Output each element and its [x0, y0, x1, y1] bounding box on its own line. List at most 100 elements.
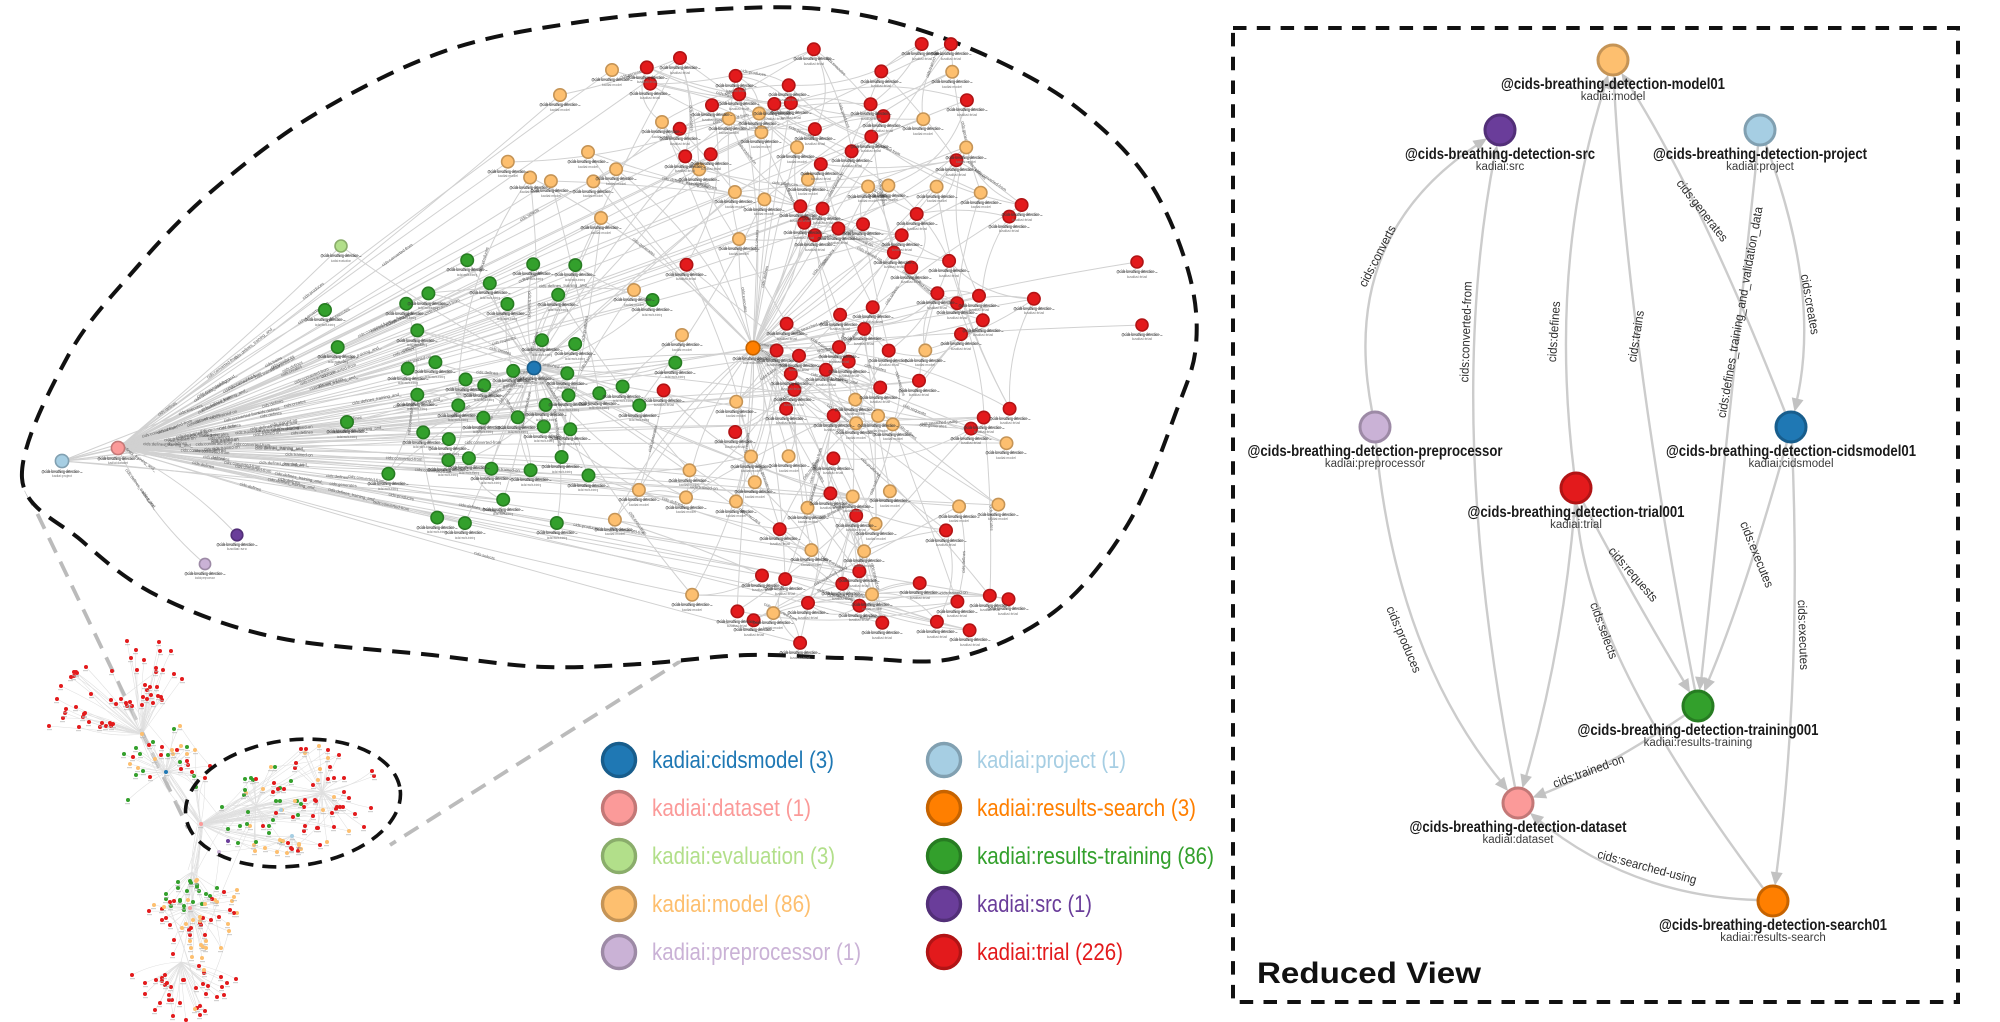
svg-text:@cids-breathing-detection-...: @cids-breathing-detection-...	[874, 260, 915, 265]
svg-text:kadiai:results-training: kadiai:results-training	[497, 317, 517, 321]
svg-text:kadiai:trial: kadiai:trial	[863, 320, 883, 324]
svg-text:cids:trained-on: cids:trained-on	[211, 436, 239, 443]
svg-text:@cids-breathing-detection-...: @cids-breathing-detection-...	[734, 627, 775, 632]
svg-text:@cids-breathing-detection-...: @cids-breathing-detection-...	[760, 536, 801, 541]
svg-text:kadiai:trial: kadiai:trial	[640, 96, 660, 100]
svg-text:@cids-breathing-detection-...: @cids-breathing-detection-...	[964, 425, 1005, 430]
svg-text:kadiai:trial: kadiai:trial	[980, 608, 1000, 612]
svg-text:@cids-breathing-detection-...: @cids-breathing-detection-...	[464, 393, 505, 398]
svg-text:kadiai:results-training: kadiai:results-training	[589, 406, 609, 410]
svg-text:kadiai:model: kadiai:model	[749, 126, 769, 130]
svg-text:kadiai:trial: kadiai:trial	[854, 342, 874, 346]
svg-text:kadiai:results-training: kadiai:results-training	[1644, 737, 1753, 749]
svg-text:cids:produces: cids:produces	[740, 68, 766, 77]
svg-text:@cids-breathing-detection-...: @cids-breathing-detection-...	[986, 450, 1027, 455]
svg-text:@cids-breathing-detection-...: @cids-breathing-detection-...	[836, 430, 877, 435]
svg-text:kadiai:trial: kadiai:trial	[726, 89, 746, 93]
svg-text:@cids-breathing-detection-...: @cids-breathing-detection-...	[947, 107, 988, 112]
svg-text:kadiai:project: kadiai:project	[52, 474, 72, 478]
svg-text:kadiai:model: kadiai:model	[541, 194, 561, 198]
svg-text:@cids-breathing-detection-...: @cids-breathing-detection-...	[368, 481, 409, 486]
svg-text:@cids-breathing-detection-...: @cids-breathing-detection-...	[305, 317, 346, 322]
svg-text:cids:defines: cids:defines	[203, 454, 225, 461]
svg-text:kadiai:model: kadiai:model	[787, 160, 807, 164]
svg-text:@cids-breathing-detection-...: @cids-breathing-detection-...	[415, 369, 456, 374]
svg-text:@cids-breathing-detection-...: @cids-breathing-detection-...	[438, 413, 479, 418]
svg-text:@cids-breathing-detection-...: @cids-breathing-detection-...	[549, 402, 590, 407]
svg-text:kadiai:model: kadiai:model	[801, 563, 821, 567]
svg-text:@cids-breathing-detection-...: @cids-breathing-detection-...	[844, 336, 885, 341]
svg-text:kadiai:preprocessor (1): kadiai:preprocessor (1)	[652, 939, 861, 966]
svg-text:kadiai:model: kadiai:model	[846, 436, 866, 440]
svg-text:@cids-breathing-detection-...: @cids-breathing-detection-...	[470, 290, 511, 295]
svg-text:cids:creates: cids:creates	[528, 331, 540, 354]
svg-text:@cids-breathing-detection-...: @cids-breathing-detection-...	[765, 586, 806, 591]
svg-text:kadiai:trial: kadiai:trial	[1024, 311, 1044, 315]
svg-text:kadiai:cidsmodel (3): kadiai:cidsmodel (3)	[652, 747, 834, 774]
svg-text:@cids-breathing-detection-...: @cids-breathing-detection-...	[483, 507, 524, 512]
svg-text:kadiai:trial: kadiai:trial	[729, 107, 749, 111]
svg-text:@cids-breathing-detection-tria: @cids-breathing-detection-trial001	[1468, 504, 1685, 521]
svg-text:kadiai:evaluation: kadiai:evaluation	[331, 259, 351, 263]
svg-text:@cids-breathing-detection-...: @cids-breathing-detection-...	[861, 79, 902, 84]
svg-text:kadiai:trial: kadiai:trial	[781, 387, 801, 391]
svg-text:@cids-breathing-detection-...: @cids-breathing-detection-...	[709, 126, 750, 131]
svg-text:@cids-breathing-detection-...: @cids-breathing-detection-...	[498, 425, 539, 430]
svg-text:cids:converted-from: cids:converted-from	[610, 525, 648, 536]
svg-text:kadiai:trial: kadiai:trial	[727, 624, 747, 628]
svg-text:cids:searched-using: cids:searched-using	[827, 593, 865, 598]
svg-text:@cids-breathing-detection-...: @cids-breathing-detection-...	[1122, 332, 1163, 337]
svg-text:kadiai:model: kadiai:model	[729, 252, 749, 256]
svg-text:@cids-breathing-detection-...: @cids-breathing-detection-...	[903, 126, 944, 131]
svg-text:@cids-breathing-detection-...: @cids-breathing-detection-...	[217, 542, 258, 547]
svg-text:kadiai:model: kadiai:model	[868, 429, 888, 433]
svg-text:cids:executes: cids:executes	[740, 287, 748, 313]
svg-text:kadiai:results-training: kadiai:results-training	[448, 418, 468, 422]
svg-text:kadiai:model: kadiai:model	[971, 205, 991, 209]
svg-text:kadiai:model: kadiai:model	[520, 190, 540, 194]
svg-text:cids:converted-from: cids:converted-from	[415, 467, 453, 475]
svg-text:@cids-breathing-detection-...: @cids-breathing-detection-...	[603, 394, 644, 399]
svg-text:@cids-breathing-detection-...: @cids-breathing-detection-...	[978, 512, 1019, 517]
svg-text:@cids-breathing-detection-...: @cids-breathing-detection-...	[447, 267, 488, 272]
svg-text:kadiai:results-training: kadiai:results-training	[642, 313, 662, 317]
svg-text:kadiai:model: kadiai:model	[578, 165, 598, 169]
svg-text:cids:converted-from: cids:converted-from	[181, 447, 218, 453]
svg-text:@cids-breathing-detection-proj: @cids-breathing-detection-project	[1653, 146, 1867, 163]
svg-text:@cids-breathing-detection-...: @cids-breathing-detection-...	[819, 354, 860, 359]
svg-text:@cids-breathing-detection-...: @cids-breathing-detection-...	[769, 463, 810, 468]
svg-text:cids:produces: cids:produces	[860, 613, 886, 619]
svg-text:kadiai:model: kadiai:model	[942, 85, 962, 89]
svg-text:kadiai:results-training: kadiai:results-training	[439, 452, 459, 456]
svg-text:@cids-breathing-detection-...: @cids-breathing-detection-...	[929, 268, 970, 273]
svg-text:@cids-breathing-detection-...: @cids-breathing-detection-...	[660, 136, 701, 141]
svg-text:kadiai:trial: kadiai:trial	[676, 277, 696, 281]
svg-text:kadiai:model: kadiai:model	[602, 83, 622, 87]
svg-text:kadiai:model: kadiai:model	[745, 495, 765, 499]
svg-text:@cids-breathing-detection-...: @cids-breathing-detection-...	[757, 358, 798, 363]
svg-text:kadiai:trial: kadiai:trial	[884, 265, 904, 269]
svg-text:kadiai:results-training: kadiai:results-training	[503, 384, 523, 388]
svg-text:@cids-breathing-detection-...: @cids-breathing-detection-...	[950, 637, 991, 642]
svg-text:kadiai:trial: kadiai:trial	[1000, 421, 1020, 425]
svg-text:@cids-breathing-detection-...: @cids-breathing-detection-...	[882, 242, 923, 247]
svg-text:@cids-breathing-detection-...: @cids-breathing-detection-...	[731, 464, 772, 469]
svg-text:@cids-breathing-detection-...: @cids-breathing-detection-...	[1014, 306, 1055, 311]
svg-text:kadiai:trial: kadiai:trial	[784, 403, 804, 407]
svg-text:kadiai:trial: kadiai:trial	[957, 113, 977, 117]
svg-text:@cids-breathing-detection-...: @cids-breathing-detection-...	[185, 571, 226, 576]
svg-text:@cids-breathing-detection-...: @cids-breathing-detection-...	[946, 155, 987, 160]
svg-text:@cids-breathing-detection-...: @cids-breathing-detection-...	[614, 297, 655, 302]
svg-text:kadiai:model: kadiai:model	[883, 437, 903, 441]
svg-text:@cids-breathing-detection-...: @cids-breathing-detection-...	[844, 558, 885, 563]
svg-text:kadiai:trial: kadiai:trial	[776, 421, 796, 425]
svg-text:kadiai:trial: kadiai:trial	[777, 337, 797, 341]
svg-text:kadiai:trial: kadiai:trial	[909, 393, 929, 397]
svg-text:kadiai:results-training: kadiai:results-training	[456, 392, 476, 396]
svg-text:@cids-breathing-detection-...: @cids-breathing-detection-...	[547, 381, 588, 386]
svg-text:@cids-breathing-detection-...: @cids-breathing-detection-...	[891, 275, 932, 280]
svg-text:@cids-breathing-detection-...: @cids-breathing-detection-...	[716, 509, 757, 514]
svg-text:cids:trained-on: cids:trained-on	[270, 417, 299, 427]
svg-text:@cids-breathing-detection-...: @cids-breathing-detection-...	[742, 583, 783, 588]
svg-text:@cids-breathing-detection-...: @cids-breathing-detection-...	[791, 557, 832, 562]
